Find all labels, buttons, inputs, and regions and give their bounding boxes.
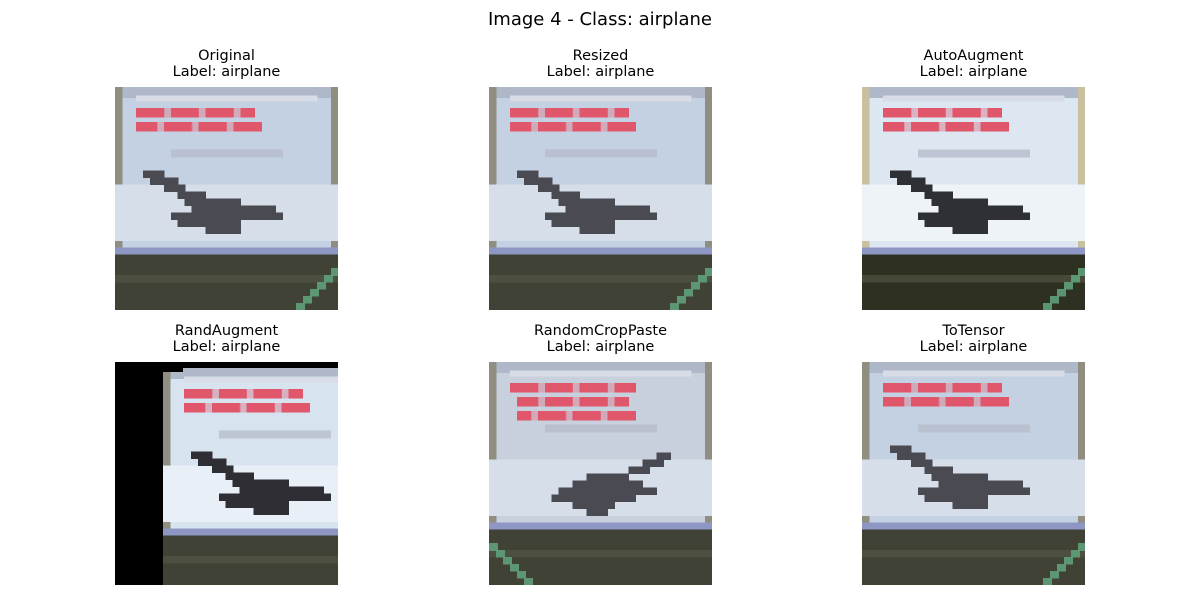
panel-name: ToTensor bbox=[942, 323, 1005, 339]
airplane-photo-render bbox=[489, 362, 712, 585]
panel-label: Label: airplane bbox=[172, 339, 281, 355]
airplane-photo-render bbox=[489, 87, 712, 310]
airplane-image bbox=[115, 87, 338, 310]
airplane-image bbox=[862, 87, 1085, 310]
panel-title: AutoAugment Label: airplane bbox=[802, 48, 1145, 80]
panel-title: Resized Label: airplane bbox=[429, 48, 772, 80]
airplane-image bbox=[862, 362, 1085, 585]
airplane-photo-render bbox=[862, 87, 1085, 310]
panel-label: Label: airplane bbox=[172, 64, 281, 80]
figure-title: Image 4 - Class: airplane bbox=[488, 9, 712, 30]
panel-title: ToTensor Label: airplane bbox=[802, 323, 1145, 355]
panel-name: AutoAugment bbox=[923, 48, 1024, 64]
panel-title: RandAugment Label: airplane bbox=[55, 323, 398, 355]
airplane-image bbox=[115, 362, 338, 585]
airplane-image bbox=[489, 87, 712, 310]
panel-name: Resized bbox=[572, 48, 629, 64]
airplane-photo-render bbox=[115, 362, 338, 585]
panel-name: RandAugment bbox=[174, 323, 279, 339]
panel-title: Original Label: airplane bbox=[55, 48, 398, 80]
airplane-photo-render bbox=[115, 87, 338, 310]
panel-label: Label: airplane bbox=[546, 339, 655, 355]
panel-name: RandomCropPaste bbox=[533, 323, 667, 339]
airplane-photo-render bbox=[862, 362, 1085, 585]
panel-label: Label: airplane bbox=[919, 64, 1028, 80]
panel-name: Original bbox=[198, 48, 255, 64]
panel-label: Label: airplane bbox=[546, 64, 655, 80]
panel-label: Label: airplane bbox=[919, 339, 1028, 355]
panel-title: RandomCropPaste Label: airplane bbox=[429, 323, 772, 355]
airplane-image bbox=[489, 362, 712, 585]
